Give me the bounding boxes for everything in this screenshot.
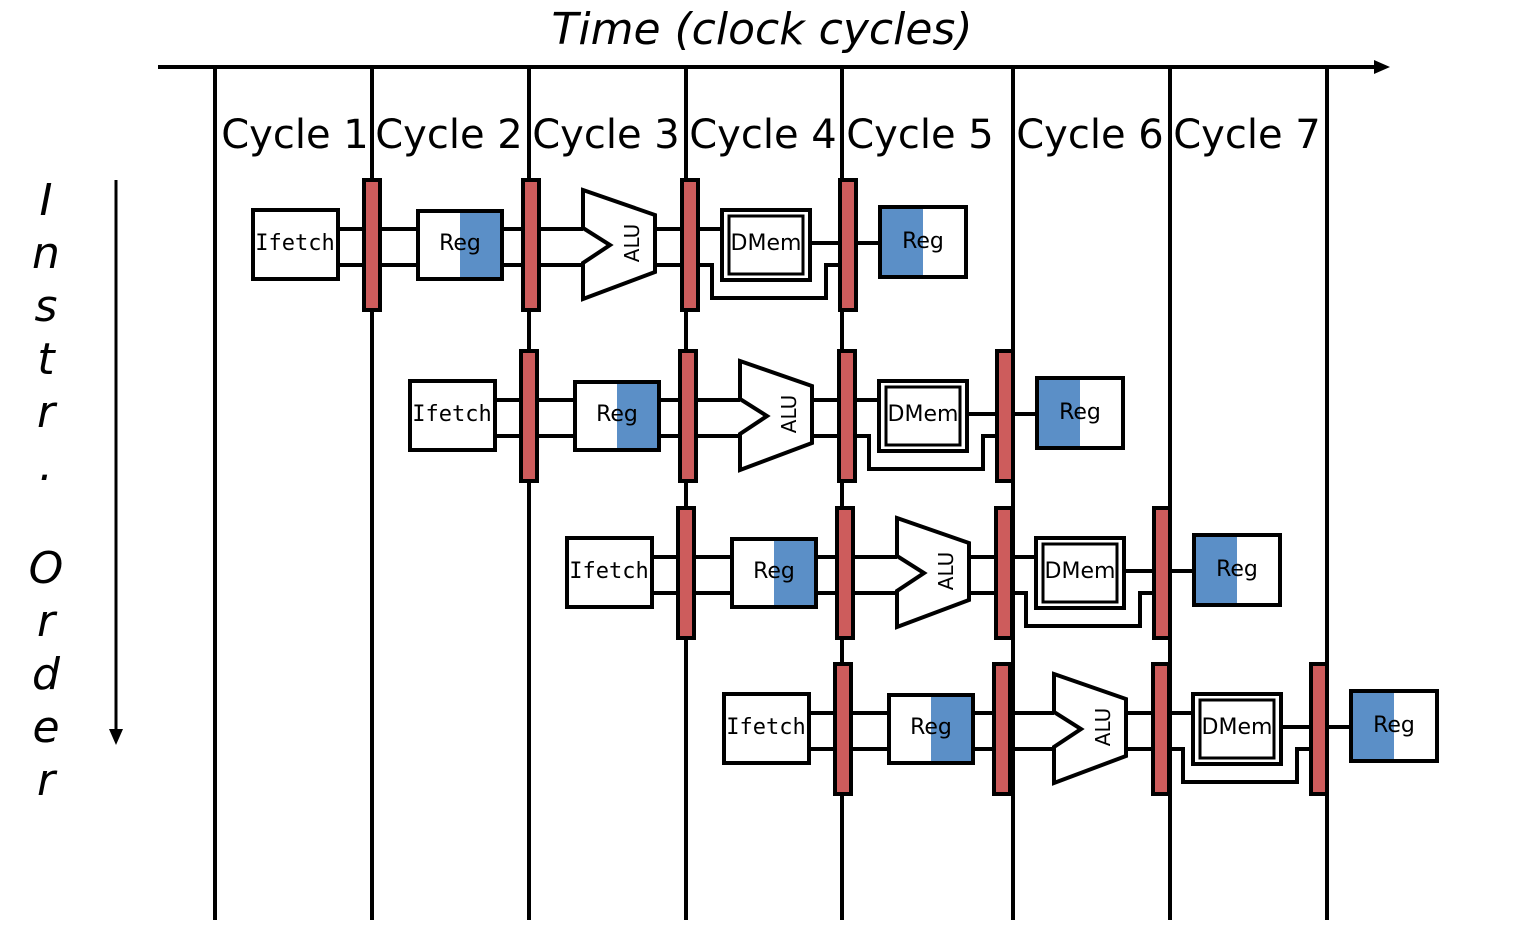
- reg-box-shade: [931, 695, 973, 763]
- ifetch-box: [565, 536, 654, 609]
- ifetch-label: Ifetch: [726, 715, 805, 740]
- dmem-label: DMem: [1202, 715, 1273, 740]
- axis-label-char: n: [32, 228, 60, 279]
- pipeline-register: [1151, 662, 1171, 796]
- reg-box-shade: [460, 211, 502, 279]
- wb-reg-label: Reg: [1373, 713, 1415, 738]
- axis-label-char: s: [35, 281, 58, 332]
- instruction-row-2: Ifetch Reg ALU DMem Reg: [408, 349, 1125, 483]
- dmem-label: DMem: [888, 402, 959, 427]
- instruction-row-4: Ifetch Reg ALU DMem Reg: [722, 662, 1439, 796]
- reg-box: [887, 693, 975, 765]
- cycle-label-4: Cycle 4: [689, 112, 836, 158]
- pipeline-register: [676, 506, 696, 640]
- pipeline-register: [992, 662, 1012, 796]
- ifetch-box: [722, 692, 811, 765]
- reg-label: Reg: [596, 402, 638, 427]
- instr-order-arrowhead: [109, 729, 123, 745]
- axis-label-char: r: [37, 755, 58, 806]
- cycle-label-2: Cycle 2: [375, 112, 522, 158]
- dmem-bypass-wire: [1169, 747, 1311, 784]
- alu-shape: [1052, 671, 1128, 786]
- axis-label-char: d: [32, 649, 61, 700]
- ifetch-label: Ifetch: [412, 402, 491, 427]
- reg-label: Reg: [439, 231, 481, 256]
- wb-reg-label: Reg: [1216, 557, 1258, 582]
- cycle-label-5: Cycle 5: [846, 112, 993, 158]
- alu-shape: [895, 515, 971, 630]
- ifetch-label: Ifetch: [569, 559, 648, 584]
- pipeline-register: [678, 349, 698, 483]
- ifetch-box: [251, 208, 340, 281]
- pipeline-register: [995, 349, 1015, 483]
- cycle-label-6: Cycle 6: [1016, 112, 1163, 158]
- reg-label: Reg: [910, 715, 952, 740]
- wb-reg-label: Reg: [1059, 400, 1101, 425]
- pipeline-register: [519, 349, 539, 483]
- dmem-label: DMem: [731, 231, 802, 256]
- dmem-inner-box: [727, 214, 805, 276]
- reg-box-shade: [774, 539, 816, 607]
- dmem-bypass-wire: [855, 434, 997, 471]
- pipeline-register: [1309, 662, 1329, 796]
- pipeline-register: [680, 178, 700, 312]
- pipeline-register: [837, 349, 857, 483]
- cycle-label-7: Cycle 7: [1173, 112, 1320, 158]
- ifetch-label: Ifetch: [255, 231, 334, 256]
- alu-shape: [738, 358, 814, 473]
- axis-label-char: e: [32, 702, 59, 753]
- wb-reg-box-shade: [1037, 378, 1080, 448]
- reg-label: Reg: [753, 559, 795, 584]
- pipeline-register: [833, 662, 853, 796]
- axis-label-char: r: [37, 387, 58, 438]
- pipeline-register: [521, 178, 541, 312]
- dmem-inner-box: [1041, 542, 1119, 604]
- axis-label-char: O: [29, 543, 64, 594]
- reg-box-shade: [617, 382, 659, 450]
- reg-box: [416, 209, 504, 281]
- reg-box: [573, 380, 661, 452]
- dmem-label: DMem: [1045, 559, 1116, 584]
- instruction-row-1: Ifetch Reg ALU DMem Reg: [251, 178, 968, 312]
- wb-reg-box-shade: [880, 207, 923, 277]
- dmem-bypass-wire: [1012, 591, 1154, 628]
- instruction-row-3: Ifetch Reg ALU DMem Reg: [565, 506, 1282, 640]
- alu-label: ALU: [777, 395, 801, 433]
- time-axis-arrowhead: [1374, 60, 1390, 74]
- wb-reg-box-shade: [1351, 691, 1394, 761]
- chart-title: Time (clock cycles): [552, 4, 973, 55]
- pipeline-register: [1152, 506, 1172, 640]
- pipeline-register: [994, 506, 1014, 640]
- axis-label-char: t: [37, 334, 56, 385]
- alu-shape: [581, 187, 657, 302]
- dmem-inner-box: [1198, 698, 1276, 760]
- axis-label-char: I: [40, 175, 53, 226]
- cycle-label-3: Cycle 3: [532, 112, 679, 158]
- pipeline-register: [838, 178, 858, 312]
- alu-label: ALU: [620, 224, 644, 262]
- pipeline-register: [835, 506, 855, 640]
- wb-reg-label: Reg: [902, 229, 944, 254]
- cycle-label-1: Cycle 1: [221, 112, 368, 158]
- dmem-bypass-wire: [698, 263, 840, 300]
- axis-label-char: r: [37, 596, 58, 647]
- dmem-inner-box: [884, 385, 962, 447]
- reg-box: [730, 537, 818, 609]
- pipeline-register: [362, 178, 382, 312]
- alu-label: ALU: [1091, 708, 1115, 746]
- wb-reg-box-shade: [1194, 535, 1237, 605]
- axis-label-char: .: [39, 440, 53, 491]
- dmem-box: [1034, 536, 1126, 610]
- ifetch-box: [408, 379, 497, 452]
- alu-label: ALU: [934, 552, 958, 590]
